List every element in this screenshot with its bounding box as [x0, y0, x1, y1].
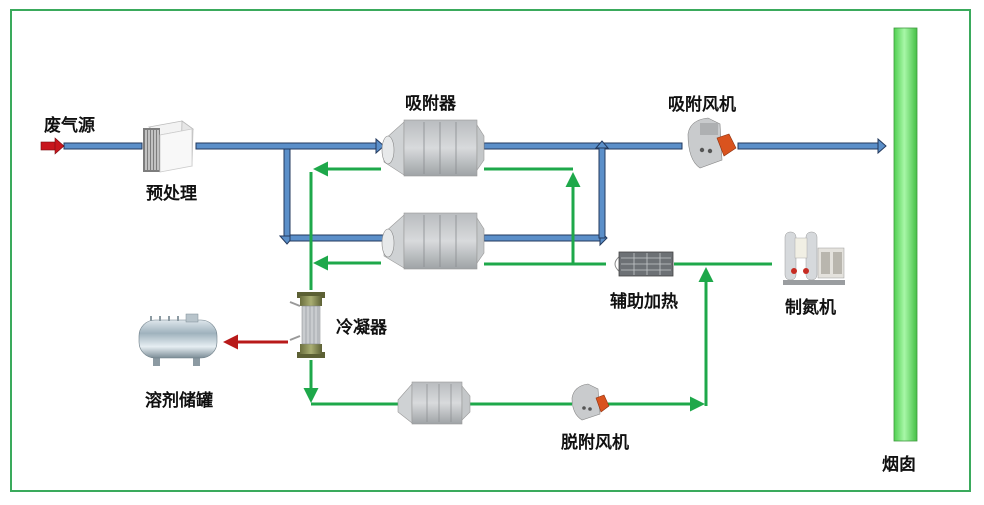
- desorption-fan-icon: [571, 383, 610, 421]
- label-waste-gas-source: 废气源: [44, 115, 95, 136]
- nitrogen-generator-icon: [783, 231, 845, 285]
- label-desorption-fan: 脱附风机: [561, 432, 629, 453]
- pipe-riser: [598, 145, 606, 239]
- pipe-to-adsorber-2: [289, 234, 387, 242]
- diagram-frame: [10, 9, 971, 492]
- adsorber-3-icon: [397, 381, 471, 425]
- solvent-tank-icon: [138, 313, 218, 366]
- pipe-to-chimney: [737, 142, 879, 150]
- pipe-adsorber-1-out: [483, 142, 683, 150]
- pretreatment-filter-icon: [143, 120, 194, 173]
- label-pretreatment: 预处理: [146, 183, 197, 204]
- label-adsorber: 吸附器: [405, 93, 457, 114]
- auxiliary-heater-icon: [614, 251, 674, 277]
- label-solvent-tank: 溶剂储罐: [145, 390, 213, 411]
- label-chimney: 烟囱: [882, 454, 916, 475]
- arrow-to-adsorber-1: [375, 137, 385, 155]
- adsorption-fan-icon: [687, 117, 737, 169]
- adsorber-1-icon: [381, 119, 485, 177]
- pipe-inlet: [63, 142, 143, 150]
- adsorber-2-icon: [381, 212, 485, 270]
- desorption-lines: [303, 161, 772, 412]
- arrow-to-chimney: [877, 137, 887, 155]
- inlet-arrow: [40, 137, 65, 155]
- chimney: [893, 27, 918, 442]
- label-condenser: 冷凝器: [336, 317, 388, 338]
- label-adsorption-fan: 吸附风机: [668, 94, 736, 115]
- pipe-adsorber-2-out: [483, 234, 601, 242]
- condenser-icon: [289, 292, 325, 358]
- arrow-riser: [594, 140, 610, 149]
- pipe-to-adsorber-1: [195, 142, 377, 150]
- pipe-branch-down: [283, 148, 291, 238]
- label-auxiliary-heating: 辅助加热: [610, 291, 678, 312]
- label-nitrogen-generator: 制氮机: [785, 297, 836, 318]
